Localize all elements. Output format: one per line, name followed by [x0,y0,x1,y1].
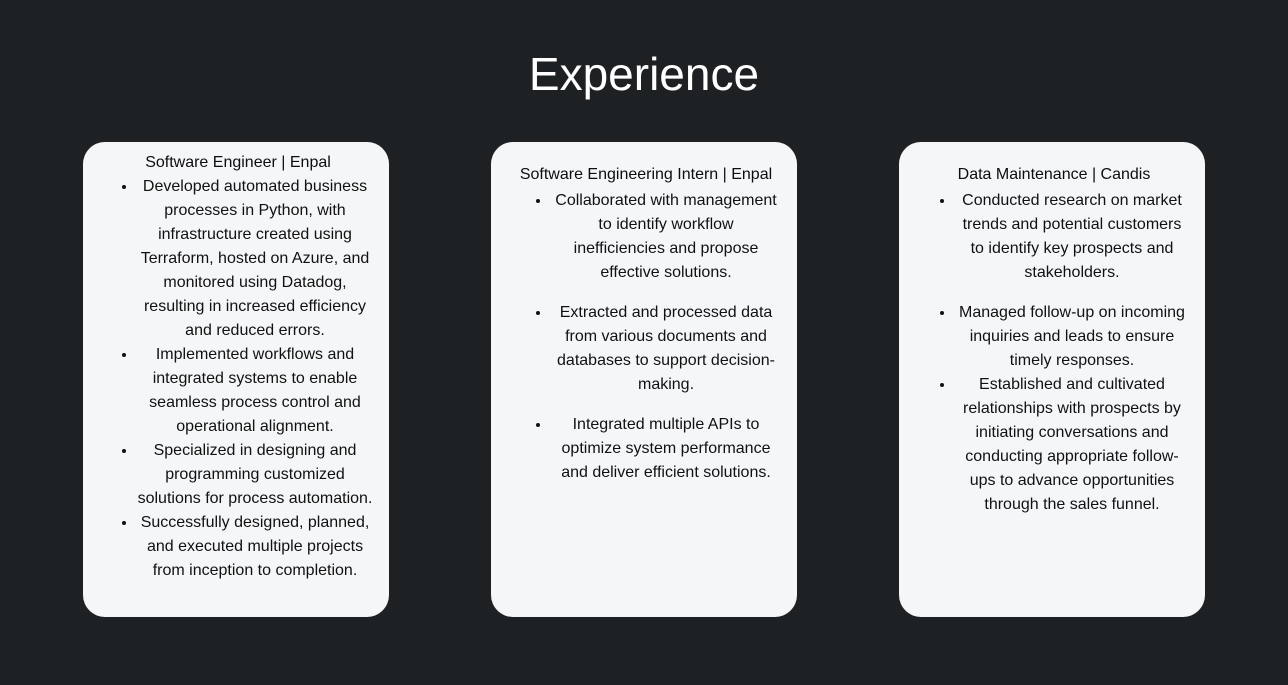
list-item: Managed follow-up on incoming inquiries … [955,301,1189,373]
experience-card-software-engineering-intern: Software Engineering Intern | Enpal Coll… [491,142,797,617]
list-item: Collaborated with management to identify… [551,189,781,285]
list-item: Implemented workflows and integrated sys… [137,343,373,439]
card-title: Software Engineer | Enpal [145,154,331,171]
list-item: Established and cultivated relationships… [955,373,1189,517]
list-item: Developed automated business processes i… [137,175,373,343]
page-title: Experience [528,48,760,100]
experience-card-data-maintenance: Data Maintenance | Candis Conducted rese… [899,142,1205,617]
list-item: Specialized in designing and programming… [137,439,373,511]
bullet-list: Collaborated with management to identify… [511,189,781,485]
list-item: Extracted and processed data from variou… [551,301,781,397]
list-item: Integrated multiple APIs to optimize sys… [551,413,781,485]
list-item: Successfully designed, planned, and exec… [137,511,373,583]
bullet-list: Conducted research on market trends and … [919,189,1189,517]
list-item: Conducted research on market trends and … [955,189,1189,285]
card-title: Software Engineering Intern | Enpal [519,166,773,183]
experience-card-software-engineer: Software Engineer | Enpal Developed auto… [83,142,389,617]
card-title: Data Maintenance | Candis [957,166,1151,183]
bullet-list: Developed automated business processes i… [103,175,373,583]
